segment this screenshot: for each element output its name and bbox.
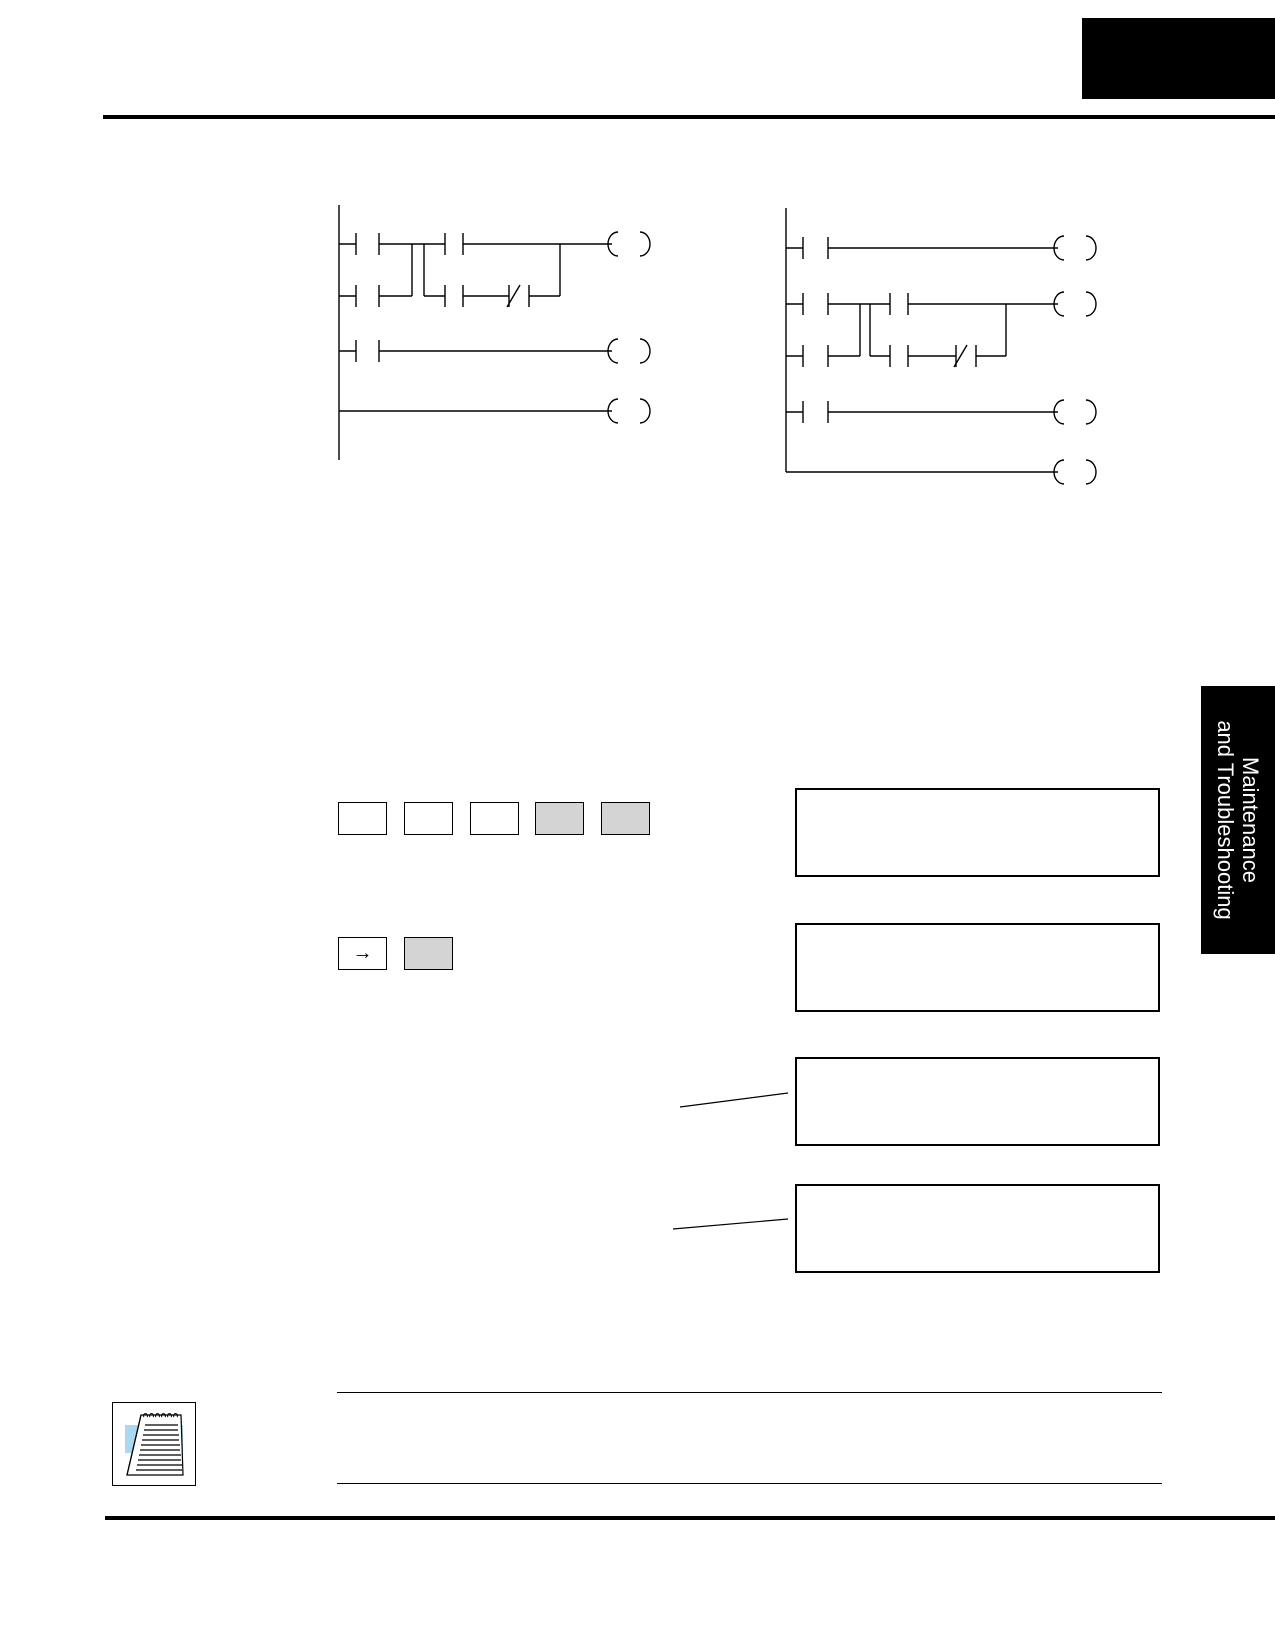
keypad-key[interactable] [404,802,453,835]
handheld-display-2 [795,923,1160,1012]
arrow-key[interactable]: → [338,937,387,970]
chapter-tab-block [1082,18,1275,99]
handheld-display-1 [795,788,1160,877]
keypad-key-shaded[interactable] [601,802,650,835]
callout-line-1 [679,1092,789,1108]
right-arrow-icon: → [352,942,373,964]
callout-line-2 [672,1218,789,1230]
note-bottom-rule [337,1483,1162,1484]
keypad-key[interactable] [338,802,387,835]
keypad-key-shaded[interactable] [535,802,584,835]
handheld-display-4 [795,1184,1160,1273]
header-rule [103,115,1275,119]
footer-rule [105,1516,1275,1520]
section-side-tab[interactable]: Maintenance and Troubleshooting [1201,686,1275,954]
notepad-icon [112,1402,196,1486]
note-top-rule [337,1392,1162,1393]
keypad-key[interactable] [470,802,519,835]
coil [607,231,619,257]
handheld-display-3 [795,1057,1160,1146]
keypad-key-shaded[interactable] [404,937,453,970]
